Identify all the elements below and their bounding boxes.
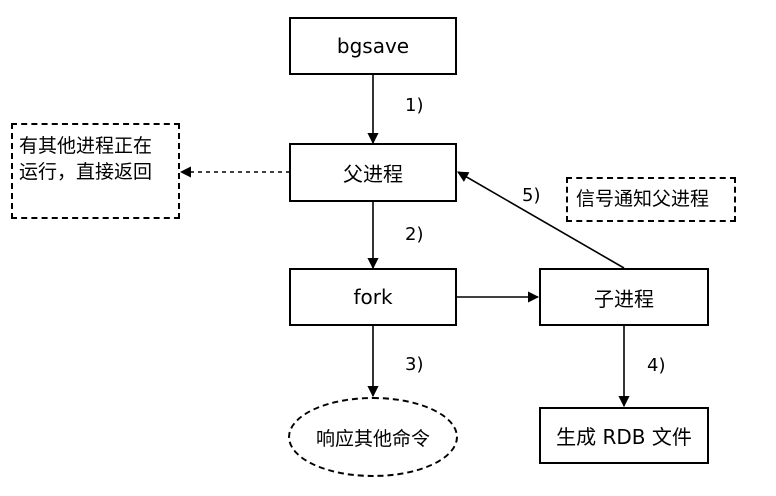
step-5-label: 5) bbox=[522, 185, 541, 206]
signal-parent-label: 信号通知父进程 bbox=[576, 188, 710, 210]
child-process-label: 子进程 bbox=[594, 286, 654, 311]
signal-parent-note: 信号通知父进程 bbox=[566, 177, 736, 222]
respond-commands-node: 响应其他命令 bbox=[288, 397, 458, 477]
note-line-1: 有其他进程正在 bbox=[19, 135, 153, 157]
step-3-label: 3) bbox=[405, 354, 424, 375]
step-1-label: 1) bbox=[405, 95, 424, 116]
other-process-running-note: 有其他进程正在 运行，直接返回 bbox=[11, 123, 180, 219]
bgsave-label: bgsave bbox=[336, 34, 410, 58]
step-2-label: 2) bbox=[405, 224, 424, 245]
generate-rdb-label: 生成 RDB 文件 bbox=[556, 425, 692, 449]
parent-process-label: 父进程 bbox=[343, 162, 403, 186]
generate-rdb-node: 生成 RDB 文件 bbox=[539, 407, 709, 464]
arrow-child-to-parent bbox=[457, 171, 625, 269]
child-process-node: 子进程 bbox=[539, 268, 709, 326]
note-line-2: 运行，直接返回 bbox=[19, 161, 153, 183]
respond-commands-label: 响应其他命令 bbox=[315, 427, 430, 450]
step-4-label: 4) bbox=[647, 355, 666, 376]
fork-node: fork bbox=[289, 268, 457, 326]
bgsave-node: bgsave bbox=[289, 17, 457, 75]
fork-label: fork bbox=[353, 285, 393, 309]
parent-process-node: 父进程 bbox=[289, 143, 457, 202]
